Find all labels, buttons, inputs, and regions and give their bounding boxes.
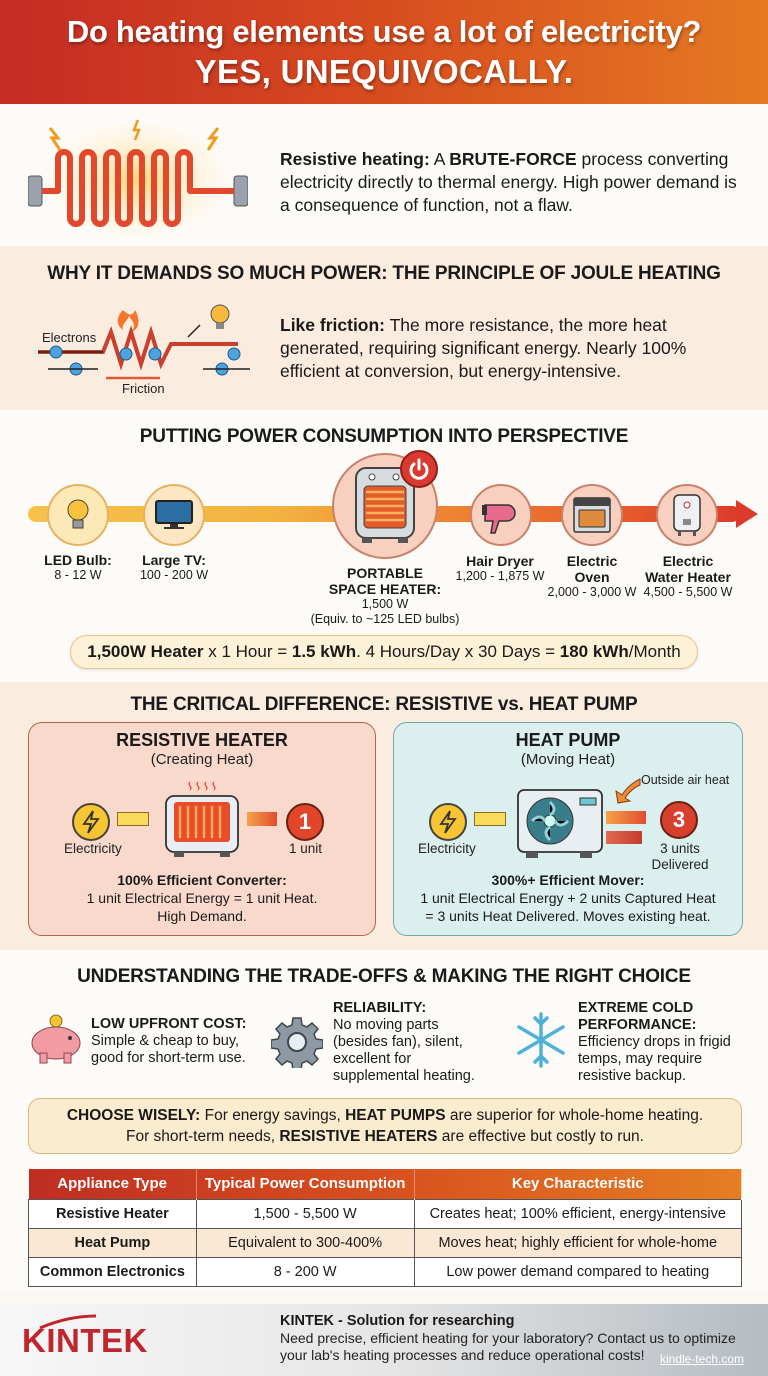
large-tv-label: Large TV: 100 - 200 W [139,552,209,582]
perspective-title: PUTTING POWER CONSUMPTION INTO PERSPECTI… [139,426,629,447]
heating-coil-icon [28,119,248,238]
page-subtitle: YES, UNEQUIVOCALLY. [194,53,574,90]
outside-air-label: Outside air heat [641,773,730,787]
kintek-logo: KINTEK [22,1322,148,1359]
tradeoff-extreme-cold: EXTREME COLD PERFORMANCE: Efficiency dro… [578,1000,731,1084]
electrons-label: Electrons [42,330,97,345]
heat-pump-unit-icon [517,789,603,858]
joule-title: WHY IT DEMANDS SO MUCH POWER: THE PRINCI… [47,263,721,284]
hair-dryer-icon [482,504,516,534]
joule-heating-diagram [38,304,250,380]
oven-node [561,484,623,546]
input-arrow-icon [117,812,149,826]
electricity-label: Electricity [418,841,476,856]
resistive-heater-icon [165,781,239,857]
television-icon [155,500,193,529]
resistive-heater-card: RESISTIVE HEATER (Creating Heat) Electri… [28,722,376,936]
table-row: Heat Pump Equivalent to 300-400% Moves h… [28,1227,742,1258]
choose-wisely-callout: CHOOSE WISELY: For energy savings, HEAT … [28,1098,742,1154]
large-tv-node [143,484,205,546]
timeline-arrow-icon [736,500,758,528]
footer-banner [0,1304,768,1376]
led-bulb-node [47,484,109,546]
tradeoff-reliability: RELIABILITY: No moving parts (besides fa… [333,1000,475,1084]
space-heater-icon [355,467,415,543]
input-arrow-icon [474,812,506,826]
output-label: 1 unit [289,841,323,856]
intro-text: Resistive heating: A BRUTE-FORCE process… [280,149,737,215]
led-bulb-label: LED Bulb: 8 - 12 W [44,552,112,582]
oven-label: Electric Oven 2,000 - 3,000 W [547,553,637,599]
kwh-calculation: 1,500W Heater x 1 Hour = 1.5 kWh. 4 Hour… [70,635,698,669]
resistive-summary: 100% Efficient Converter: 1 unit Electri… [86,872,318,924]
comparison-table: Appliance Type Typical Power Consumption… [28,1169,742,1287]
table-header-row: Appliance Type Typical Power Consumption… [28,1169,742,1199]
joule-section [0,246,768,410]
logo-swoosh-icon [39,1314,97,1330]
hair-dryer-node [470,484,532,546]
header-banner: Do heating elements use a lot of electri… [0,0,768,104]
column-header: Appliance Type [28,1169,197,1199]
column-header: Key Characteristic [414,1169,742,1199]
electricity-label: Electricity [64,841,122,856]
output-label: 3 units Delivered [651,841,709,872]
difference-title: THE CRITICAL DIFFERENCE: RESISTIVE vs. H… [130,694,638,715]
oven-icon [573,497,611,533]
table-row: Resistive Heater 1,500 - 5,500 W Creates… [28,1198,742,1229]
water-heater-node [656,484,718,546]
column-header: Typical Power Consumption [196,1169,415,1199]
joule-text: Like friction: The more resistance, the … [280,315,687,381]
tradeoff-low-cost: LOW UPFRONT COST: Simple & cheap to buy,… [91,1016,247,1066]
footer-text: Need precise, efficient heating for your… [280,1330,736,1363]
heat-pump-card: HEAT PUMP (Moving Heat) Electricity Outs… [393,722,743,936]
water-heater-label: Electric Water Heater 4,500 - 5,500 W [643,553,733,599]
tradeoffs-title: UNDERSTANDING THE TRADE-OFFS & MAKING TH… [77,966,691,987]
gear-icon [271,1017,323,1068]
hair-dryer-label: Hair Dryer 1,200 - 1,875 W [455,553,545,583]
footer-title: KINTEK - Solution for researching [280,1313,515,1329]
electricity-bolt-icon [429,803,467,841]
page-title: Do heating elements use a lot of electri… [66,14,702,49]
water-heater-icon [673,494,701,536]
website-link[interactable]: kindle-tech.com [660,1352,745,1366]
output-arrow-icon [606,811,646,824]
outside-air-arrow-icon [615,778,641,804]
piggy-bank-icon [31,1014,81,1064]
output-number-badge: 3 [660,801,698,839]
electricity-bolt-icon [72,803,110,841]
table-row: Common Electronics 8 - 200 W Low power d… [28,1256,742,1287]
snowflake-icon [517,1012,565,1068]
power-icon [400,450,438,488]
output-number-badge: 1 [286,803,324,841]
space-heater-label: PORTABLE SPACE HEATER: 1,500 W (Equiv. t… [310,565,460,626]
light-bulb-icon [67,499,89,529]
output-arrow-icon [606,831,642,844]
heat-pump-summary: 300%+ Efficient Mover: 1 unit Electrical… [420,872,716,924]
friction-label: Friction [122,381,165,396]
output-arrow-icon [247,812,277,826]
